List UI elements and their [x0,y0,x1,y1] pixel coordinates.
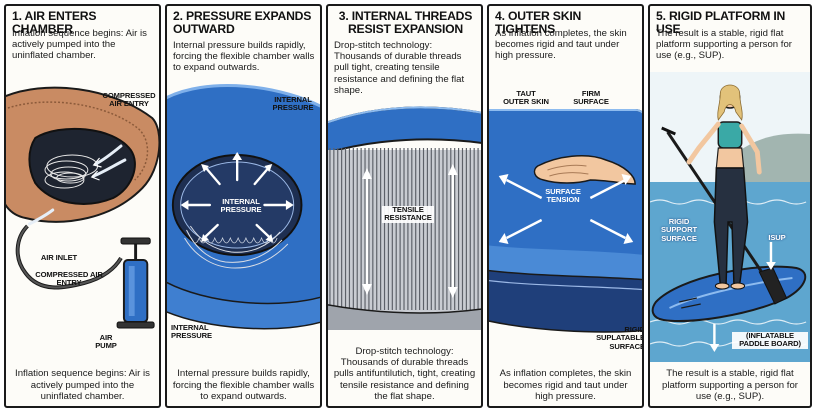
label-compressed-air-entry-bottom: COMPRESSED AIR ENTRY [35,270,103,288]
pressure-chamber-illustration [167,80,320,360]
panel-5-bottom-text: The result is a stable, rigid flat platf… [662,368,798,402]
panel-2-top-text: Internal pressure builds rapidly, forcin… [173,40,315,74]
label-internal-pressure-center: INTERNAL PRESSURE [220,197,262,215]
label-rigid-suplatable-surface: RIGID SUPLATABLE SURFACE [596,325,644,351]
panel-1-title: 1. AIR ENTERS CHAMBER [12,9,97,36]
label-firm-surface: FIRM SURFACE [573,89,609,107]
label-rigid-support-surface: RIGID SUPPORT SURFACE [660,217,697,243]
panel-4-top-text: As inflation completes, the skin becomes… [495,28,627,62]
label-compressed-air-entry-top: COMPRESSED AIR ENTRY [102,91,156,109]
label-isup: ISUP [768,233,786,242]
panel-rigid-platform-in-use: 5. RIGID PLATFORM IN USE The result is a… [648,4,812,408]
air-pump-illustration [6,68,159,358]
label-internal-pressure-top: INTERNAL PRESSURE [272,95,314,113]
label-surface-tension: SURFACE TENSION [545,187,581,205]
panel-5-title: 5. RIGID PLATFORM IN USE [656,9,786,36]
label-air-pump: AIR PUMP [95,333,117,351]
skin-tension-illustration [489,80,642,352]
label-tensile-resistance: TENSILE RESISTANCE [382,205,434,223]
panel-air-enters-chamber: 1. AIR ENTERS CHAMBER Inflation sequence… [4,4,161,408]
label-inflatable-paddle-board: (INFLATABLE PADDLE BOARD) [732,331,808,349]
panel-4-bottom-text: As inflation completes, the skin becomes… [499,368,632,402]
label-internal-pressure-bottom: INTERNAL PRESSURE [171,323,212,341]
panel-outer-skin-tightens: 4. OUTER SKIN TIGHTENS As inflation comp… [487,4,644,408]
paddleboard-illustration [650,72,810,362]
panel-internal-threads-resist: 3. INTERNAL THREADS RESIST EXPANSION Dro… [326,4,483,408]
panel-4-title: 4. OUTER SKIN TIGHTENS [495,9,582,36]
label-taut-outer-skin: TAUT OUTER SKIN [503,89,549,107]
panel-5-top-text: The result is a stable, rigid flat platf… [656,28,792,62]
panel-3-bottom-text: Drop-stitch technology: Thousands of dur… [333,345,476,402]
panel-pressure-expands-outward: 2. PRESSURE EXPANDS OUTWARD Internal pre… [165,4,322,408]
panel-3-title: 3. INTERNAL THREADS RESIST EXPANSION [338,9,473,36]
drop-stitch-illustration [328,104,481,330]
panel-3-top-text: Drop-stitch technology: Thousands of dur… [334,40,465,96]
panel-1-bottom-text: Inflation sequence begins: Air is active… [15,368,150,402]
label-air-inlet: AIR INLET [40,253,78,262]
panel-1-top-text: Inflation sequence begins: Air is active… [12,28,147,62]
panel-2-bottom-text: Internal pressure builds rapidly, forcin… [172,368,315,402]
panel-2-title: 2. PRESSURE EXPANDS OUTWARD [173,9,312,36]
